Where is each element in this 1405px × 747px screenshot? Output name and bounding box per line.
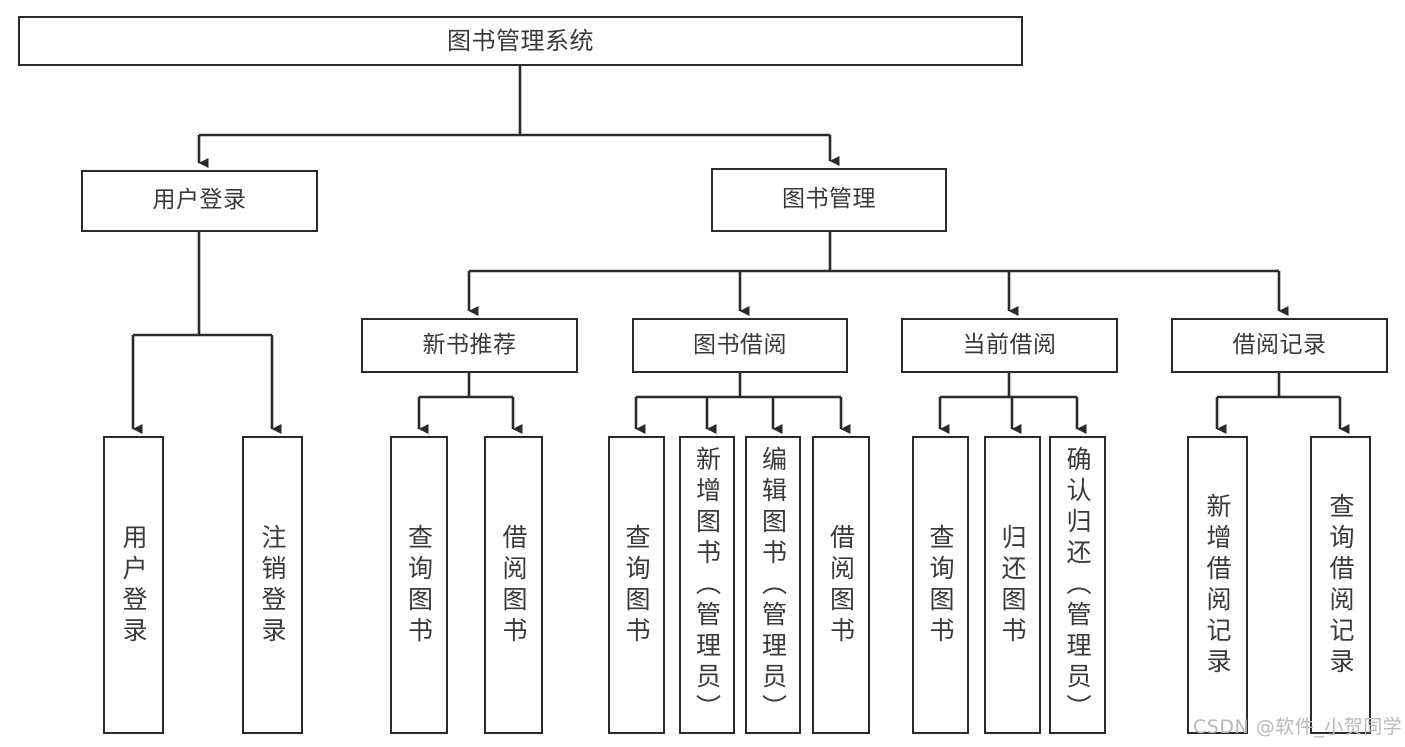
leaf-query-book-3-label: 查询图书	[926, 524, 955, 648]
leaf-return-book[interactable]: 归还图书	[984, 436, 1041, 734]
leaf-add-book[interactable]: 新增图书（管理员）	[679, 436, 735, 734]
leaf-query-record-label: 查询借阅记录	[1326, 493, 1355, 679]
node-book-manage[interactable]: 图书管理	[711, 168, 947, 232]
node-current-borrow-label: 当前借阅	[962, 331, 1057, 358]
leaf-return-book-label: 归还图书	[998, 524, 1027, 648]
leaf-query-book-1-label: 查询图书	[404, 524, 434, 648]
node-new-book-rec-label: 新书推荐	[422, 331, 517, 358]
node-book-manage-label: 图书管理	[782, 186, 876, 213]
leaf-user-login[interactable]: 用户登录	[103, 436, 164, 734]
leaf-confirm-return-label: 确认归还（管理员）	[1063, 446, 1092, 725]
leaf-edit-book[interactable]: 编辑图书（管理员）	[745, 436, 801, 734]
node-new-book-rec[interactable]: 新书推荐	[361, 318, 578, 373]
leaf-add-record-label: 新增借阅记录	[1203, 493, 1232, 679]
leaf-logout[interactable]: 注销登录	[242, 436, 303, 734]
leaf-borrow-book-2[interactable]: 借阅图书	[812, 436, 870, 734]
leaf-query-book-2[interactable]: 查询图书	[608, 436, 665, 734]
node-borrow-record[interactable]: 借阅记录	[1171, 318, 1388, 373]
leaf-query-book-1[interactable]: 查询图书	[390, 436, 448, 734]
node-user-login[interactable]: 用户登录	[81, 170, 318, 232]
node-book-borrow-label: 图书借阅	[693, 331, 787, 358]
leaf-add-record[interactable]: 新增借阅记录	[1187, 436, 1248, 734]
node-user-login-label: 用户登录	[152, 187, 247, 214]
leaf-borrow-book-1[interactable]: 借阅图书	[484, 436, 543, 734]
leaf-borrow-book-2-label: 借阅图书	[826, 524, 856, 648]
leaf-query-book-2-label: 查询图书	[622, 524, 651, 648]
leaf-edit-book-label: 编辑图书（管理员）	[758, 446, 788, 725]
node-current-borrow[interactable]: 当前借阅	[901, 318, 1118, 373]
node-root-label: 图书管理系统	[447, 26, 594, 55]
node-borrow-record-label: 借阅记录	[1232, 331, 1327, 358]
node-root[interactable]: 图书管理系统	[18, 16, 1023, 66]
leaf-confirm-return[interactable]: 确认归还（管理员）	[1049, 436, 1106, 734]
csdn-watermark: CSDN @软件_小贺同学	[1193, 716, 1403, 738]
leaf-logout-label: 注销登录	[258, 524, 287, 648]
leaf-borrow-book-1-label: 借阅图书	[499, 524, 528, 648]
leaf-user-login-label: 用户登录	[119, 524, 148, 648]
leaf-query-record[interactable]: 查询借阅记录	[1310, 436, 1371, 734]
node-book-borrow[interactable]: 图书借阅	[632, 318, 848, 373]
leaf-add-book-label: 新增图书（管理员）	[692, 446, 722, 725]
leaf-query-book-3[interactable]: 查询图书	[912, 436, 969, 734]
